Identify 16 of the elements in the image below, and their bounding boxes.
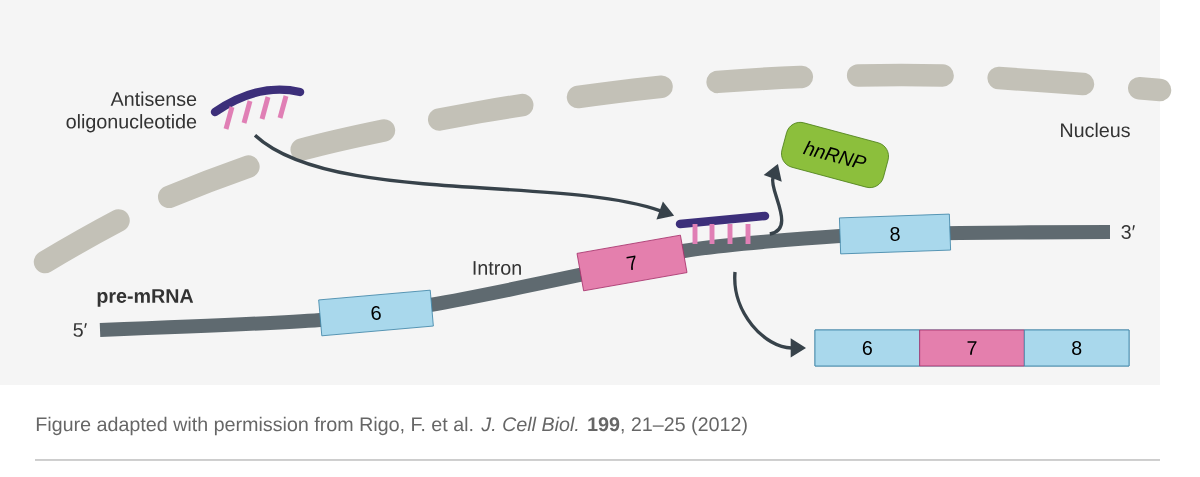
caption: Figure adapted with permission from Rigo, F. et al. J. Cell Biol. 199, 21–25 (2012): [36, 416, 747, 436]
protein-box: hnRNP: [781, 121, 889, 189]
molecule-label: pre-mRNA: [97, 289, 194, 307]
exon-box: 6: [318, 289, 434, 337]
bound-oligonucleotide-drawing: [675, 211, 770, 244]
molecule-label: Antisense oligonucleotide: [66, 91, 197, 133]
end-label: 5′: [73, 323, 87, 337]
region-label: Intron: [473, 261, 521, 275]
exon-box: 8: [839, 213, 951, 255]
end-label: 3′: [1121, 225, 1135, 239]
exon-segment: 6: [814, 329, 921, 367]
exon-segment: 8: [1023, 329, 1130, 367]
oligonucleotide-drawing: [210, 85, 305, 130]
exon-box: 7: [576, 234, 688, 292]
compartment-label: Nucleus: [1061, 122, 1130, 138]
exon-segment: 7: [919, 329, 1025, 367]
